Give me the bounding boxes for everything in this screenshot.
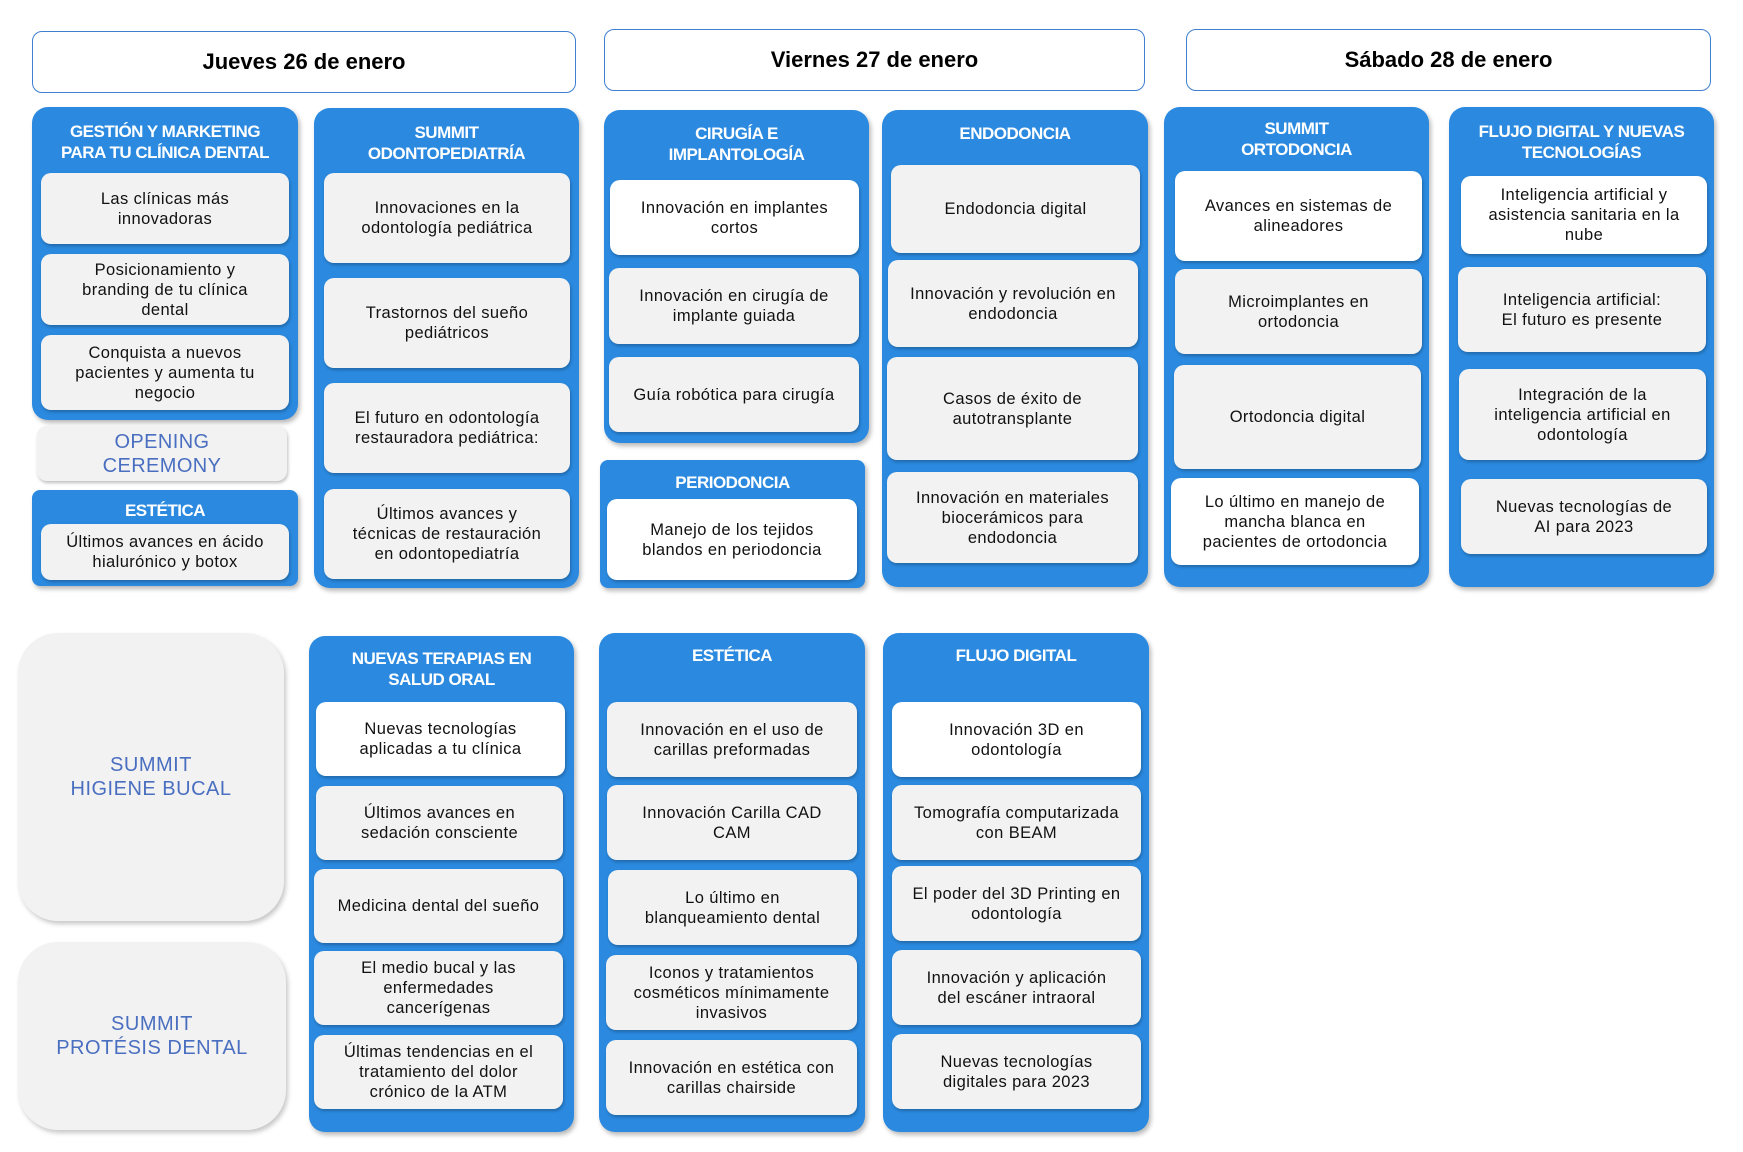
session-card[interactable]: El poder del 3D Printing en odontología [892, 866, 1141, 941]
session-card[interactable]: Inteligencia artificial y asistencia san… [1461, 176, 1707, 254]
session-card[interactable]: Iconos y tratamientos cosméticos mínimam… [606, 955, 857, 1030]
session-card[interactable]: Inteligencia artificial: El futuro es pr… [1458, 267, 1706, 352]
panel-estetica-viernes: ESTÉTICA Innovación en el uso de carilla… [599, 633, 865, 1132]
panel-periodoncia: PERIODONCIA Manejo de los tejidos blando… [600, 460, 865, 588]
session-card[interactable]: Innovación y revolución en endodoncia [888, 260, 1138, 347]
session-card[interactable]: Innovación y aplicación del escáner intr… [892, 950, 1141, 1025]
panel-title: SUMMIT ODONTOPEDIATRÍA [367, 123, 526, 163]
session-card[interactable]: Medicina dental del sueño [314, 869, 563, 943]
panel-title: FLUJO DIGITAL [955, 646, 1077, 665]
session-card[interactable]: Últimas tendencias en el tratamiento del… [314, 1035, 563, 1109]
panel-endodoncia: ENDODONCIA Endodoncia digital Innovación… [882, 110, 1148, 587]
session-card[interactable]: Nuevas tecnologías aplicadas a tu clínic… [316, 702, 565, 776]
session-card[interactable]: Innovación en estética con carillas chai… [606, 1040, 857, 1115]
session-card[interactable]: Posicionamiento y branding de tu clínica… [41, 254, 289, 325]
session-card[interactable]: Innovación 3D en odontología [892, 702, 1141, 777]
session-card[interactable]: Microimplantes en ortodoncia [1175, 269, 1422, 354]
opening-ceremony[interactable]: OPENING CEREMONY [37, 426, 287, 481]
session-card[interactable]: Últimos avances en ácido hialurónico y b… [41, 524, 289, 580]
session-card[interactable]: Conquista a nuevos pacientes y aumenta t… [41, 335, 289, 410]
panel-title: ESTÉTICA [124, 501, 206, 520]
session-card[interactable]: Manejo de los tejidos blandos en periodo… [607, 499, 857, 580]
session-card[interactable]: Lo último en blanqueamiento dental [608, 870, 857, 945]
day-header-thursday: Jueves 26 de enero [32, 31, 576, 93]
summit-protesis-dental[interactable]: SUMMIT PROTÉSIS DENTAL [18, 942, 286, 1130]
session-card[interactable]: Las clínicas más innovadoras [41, 173, 289, 244]
session-card[interactable]: Nuevas tecnologías digitales para 2023 [892, 1034, 1141, 1109]
session-card[interactable]: Innovación en cirugía de implante guiada [609, 268, 859, 344]
session-card[interactable]: El futuro en odontología restauradora pe… [324, 383, 570, 473]
panel-title: ENDODONCIA [959, 124, 1071, 143]
panel-title: ESTÉTICA [691, 646, 773, 665]
panel-nuevas-terapias: NUEVAS TERAPIAS EN SALUD ORAL Nuevas tec… [309, 636, 574, 1132]
panel-title: CIRUGÍA E IMPLANTOLOGÍA [668, 124, 805, 164]
session-card[interactable]: Casos de éxito de autotransplante [887, 357, 1138, 460]
panel-flujo-digital: FLUJO DIGITAL Innovación 3D en odontolog… [883, 633, 1149, 1132]
panel-flujo-digital-nuevas-tecnologias: FLUJO DIGITAL Y NUEVAS TECNOLOGÍAS Intel… [1449, 107, 1714, 587]
panel-title: SUMMIT ORTODONCIA [1241, 119, 1352, 159]
day-header-saturday: Sábado 28 de enero [1186, 29, 1711, 91]
panel-title: NUEVAS TERAPIAS EN SALUD ORAL [351, 649, 532, 689]
session-card[interactable]: Innovaciones en la odontología pediátric… [324, 173, 570, 263]
session-card[interactable]: Innovación Carilla CAD CAM [607, 785, 857, 860]
session-card[interactable]: Avances en sistemas de alineadores [1175, 171, 1422, 261]
panel-odontopediatria: SUMMIT ODONTOPEDIATRÍA Innovaciones en l… [314, 108, 579, 588]
session-card[interactable]: Integración de la inteligencia artificia… [1459, 369, 1706, 460]
summit-higiene-bucal[interactable]: SUMMIT HIGIENE BUCAL [18, 633, 284, 921]
panel-cirugia-implantologia: CIRUGÍA E IMPLANTOLOGÍA Innovación en im… [604, 110, 869, 443]
session-card[interactable]: Guía robótica para cirugía [609, 357, 859, 432]
panel-title: FLUJO DIGITAL Y NUEVAS TECNOLOGÍAS [1478, 122, 1685, 162]
session-card[interactable]: Ortodoncia digital [1174, 365, 1421, 469]
session-card[interactable]: Tomografía computarizada con BEAM [892, 785, 1141, 860]
session-card[interactable]: Últimos avances y técnicas de restauraci… [324, 489, 570, 579]
session-card[interactable]: Trastornos del sueño pediátricos [324, 278, 570, 368]
session-card[interactable]: Últimos avances en sedación consciente [316, 786, 563, 860]
day-header-friday: Viernes 27 de enero [604, 29, 1145, 91]
session-card[interactable]: Nuevas tecnologías de AI para 2023 [1461, 479, 1707, 554]
session-card[interactable]: Lo último en manejo de mancha blanca en … [1171, 478, 1419, 565]
session-card[interactable]: Innovación en implantes cortos [610, 180, 859, 255]
panel-ortodoncia: SUMMIT ORTODONCIA Avances en sistemas de… [1164, 107, 1429, 587]
session-card[interactable]: El medio bucal y las enfermedades cancer… [314, 951, 563, 1025]
panel-title: GESTIÓN Y MARKETING PARA TU CLÍNICA DENT… [60, 122, 270, 162]
panel-estetica-jueves: ESTÉTICA Últimos avances en ácido hialur… [32, 490, 298, 586]
session-card[interactable]: Innovación en materiales biocerámicos pa… [887, 472, 1138, 563]
session-card[interactable]: Innovación en el uso de carillas preform… [607, 702, 857, 777]
session-card[interactable]: Endodoncia digital [891, 165, 1140, 253]
panel-gestion-marketing: GESTIÓN Y MARKETING PARA TU CLÍNICA DENT… [32, 107, 298, 420]
panel-title: PERIODONCIA [675, 473, 790, 492]
